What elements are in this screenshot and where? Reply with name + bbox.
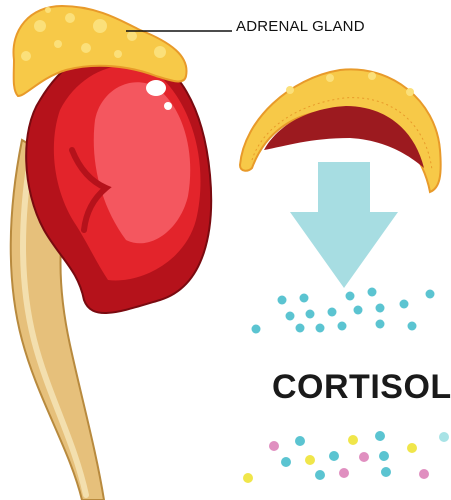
molecule-dot <box>305 455 315 465</box>
molecule-dot <box>281 457 291 467</box>
molecule-dot <box>299 293 309 303</box>
molecule-dot <box>407 443 417 453</box>
molecule-dot <box>337 321 347 331</box>
cortisol-label: CORTISOL <box>272 368 451 406</box>
molecule-dot <box>367 287 377 297</box>
molecule-dot <box>243 473 253 483</box>
molecule-dot <box>375 431 385 441</box>
molecule-dot <box>425 289 435 299</box>
molecule-dot <box>419 469 429 479</box>
molecule-dot <box>381 467 391 477</box>
molecule-dot <box>329 451 339 461</box>
molecule-dot <box>251 324 261 334</box>
molecule-cluster-bottom <box>243 431 449 483</box>
adrenal-gland <box>12 4 188 98</box>
molecule-dot <box>339 468 349 478</box>
molecule-dot <box>285 311 295 321</box>
molecule-dot <box>315 323 325 333</box>
molecule-dot <box>348 435 358 445</box>
molecule-dot <box>295 323 305 333</box>
molecule-dot <box>327 307 337 317</box>
molecule-dot <box>375 303 385 313</box>
molecule-dot <box>379 451 389 461</box>
molecule-dot <box>269 441 279 451</box>
molecule-dot <box>407 321 417 331</box>
molecule-dot <box>375 319 385 329</box>
molecule-dot <box>359 452 369 462</box>
molecule-dot <box>295 436 305 446</box>
down-arrow <box>290 162 398 288</box>
adrenal-gland-label: ADRENAL GLAND <box>236 18 365 35</box>
molecule-dot <box>353 305 363 315</box>
molecule-dot <box>345 291 355 301</box>
molecule-dot <box>399 299 409 309</box>
ureter <box>9 138 106 500</box>
molecule-dot <box>439 432 449 442</box>
molecule-cluster-top <box>251 287 435 334</box>
molecule-dot <box>315 470 325 480</box>
molecule-dot <box>305 309 315 319</box>
adrenal-cross-section <box>238 68 442 194</box>
molecule-dot <box>277 295 287 305</box>
